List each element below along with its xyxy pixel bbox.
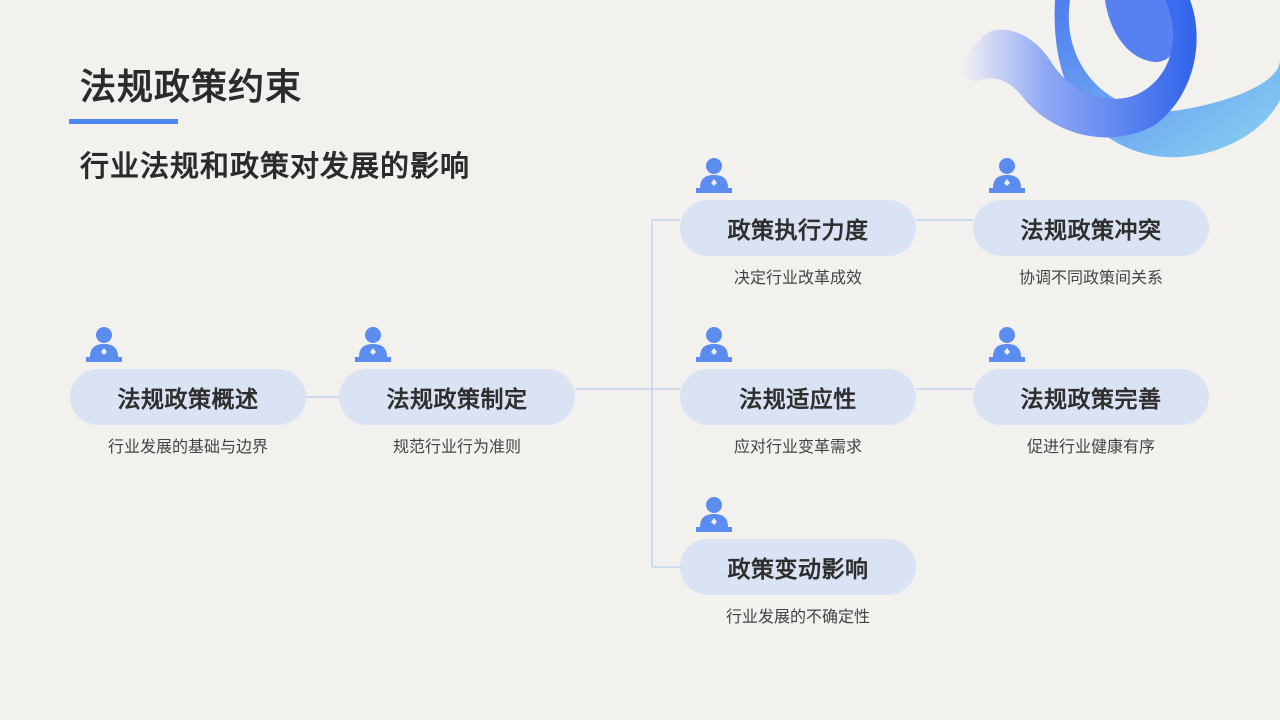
node-description: 决定行业改革成效 — [733, 268, 862, 287]
person-icon — [353, 325, 393, 363]
person-icon — [987, 156, 1027, 194]
diagram-node: 政策执行力度决定行业改革成效 — [680, 156, 916, 287]
node-label: 法规适应性 — [680, 369, 916, 425]
person-icon — [694, 495, 734, 533]
node-description: 规范行业行为准则 — [392, 437, 521, 456]
page-title: 法规政策约束 — [80, 67, 303, 108]
decorative-swirl — [963, 0, 1280, 158]
node-label: 法规政策制定 — [339, 369, 575, 425]
node-label: 政策执行力度 — [680, 200, 916, 256]
node-label: 法规政策完善 — [973, 369, 1209, 425]
person-icon — [84, 325, 124, 363]
title-underline — [69, 119, 178, 124]
diagram-node: 法规政策完善促进行业健康有序 — [973, 325, 1209, 456]
node-label: 法规政策冲突 — [973, 200, 1209, 256]
diagram-node: 法规政策冲突协调不同政策间关系 — [973, 156, 1209, 287]
node-label: 政策变动影响 — [680, 539, 916, 595]
diagram-node: 法规政策制定规范行业行为准则 — [339, 325, 575, 456]
page-subtitle: 行业法规和政策对发展的影响 — [80, 149, 471, 183]
diagram-node: 法规政策概述行业发展的基础与边界 — [70, 325, 306, 456]
node-description: 应对行业变革需求 — [733, 437, 862, 456]
node-description: 行业发展的不确定性 — [725, 607, 870, 626]
node-description: 协调不同政策间关系 — [1018, 268, 1163, 287]
node-label: 法规政策概述 — [70, 369, 306, 425]
person-icon — [987, 325, 1027, 363]
person-icon — [694, 325, 734, 363]
node-description: 行业发展的基础与边界 — [107, 437, 268, 456]
node-description: 促进行业健康有序 — [1026, 437, 1155, 456]
diagram-node: 法规适应性应对行业变革需求 — [680, 325, 916, 456]
person-icon — [694, 156, 734, 194]
diagram-node: 政策变动影响行业发展的不确定性 — [680, 495, 916, 626]
